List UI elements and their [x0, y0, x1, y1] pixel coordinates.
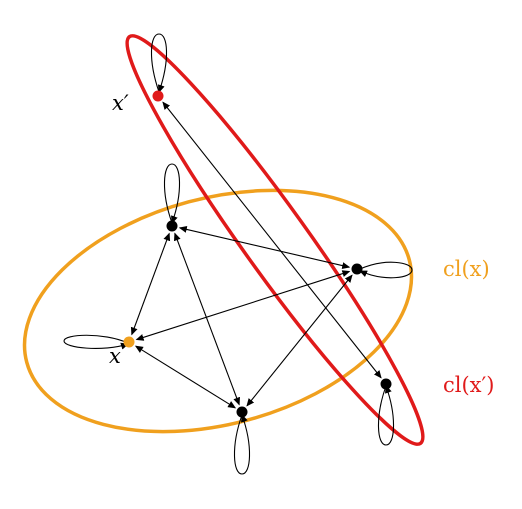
label-x: x: [109, 344, 121, 368]
edge-x-right: [135, 270, 351, 341]
self-loop-farright: [377, 385, 395, 446]
label-x-prime: x′: [112, 91, 129, 115]
edge-right-bottom: [246, 274, 353, 407]
self-loop-right: [359, 261, 413, 279]
node-bottom: [236, 406, 248, 418]
self-loop-top: [163, 163, 181, 224]
self-loop-x: [63, 334, 129, 350]
node-top: [166, 220, 178, 232]
self-loop-bottom: [233, 414, 251, 475]
edges: [130, 101, 382, 409]
node-xprime: [152, 90, 164, 102]
edge-top-x: [130, 232, 171, 336]
label-cl-x-prime: cl(x′): [443, 373, 494, 397]
edge-top-bottom: [174, 232, 240, 406]
self-loop-xprime: [150, 33, 168, 93]
node-x: [123, 336, 135, 348]
node-right: [351, 263, 363, 275]
closure-x-ellipse: [22, 188, 414, 434]
closure-x-prime-ellipse: [125, 34, 425, 446]
nodes: [123, 90, 392, 418]
edge-xprime-farright: [162, 101, 382, 379]
label-cl-x: cl(x): [443, 257, 490, 281]
edge-top-right: [178, 225, 351, 270]
node-farright: [380, 378, 392, 390]
